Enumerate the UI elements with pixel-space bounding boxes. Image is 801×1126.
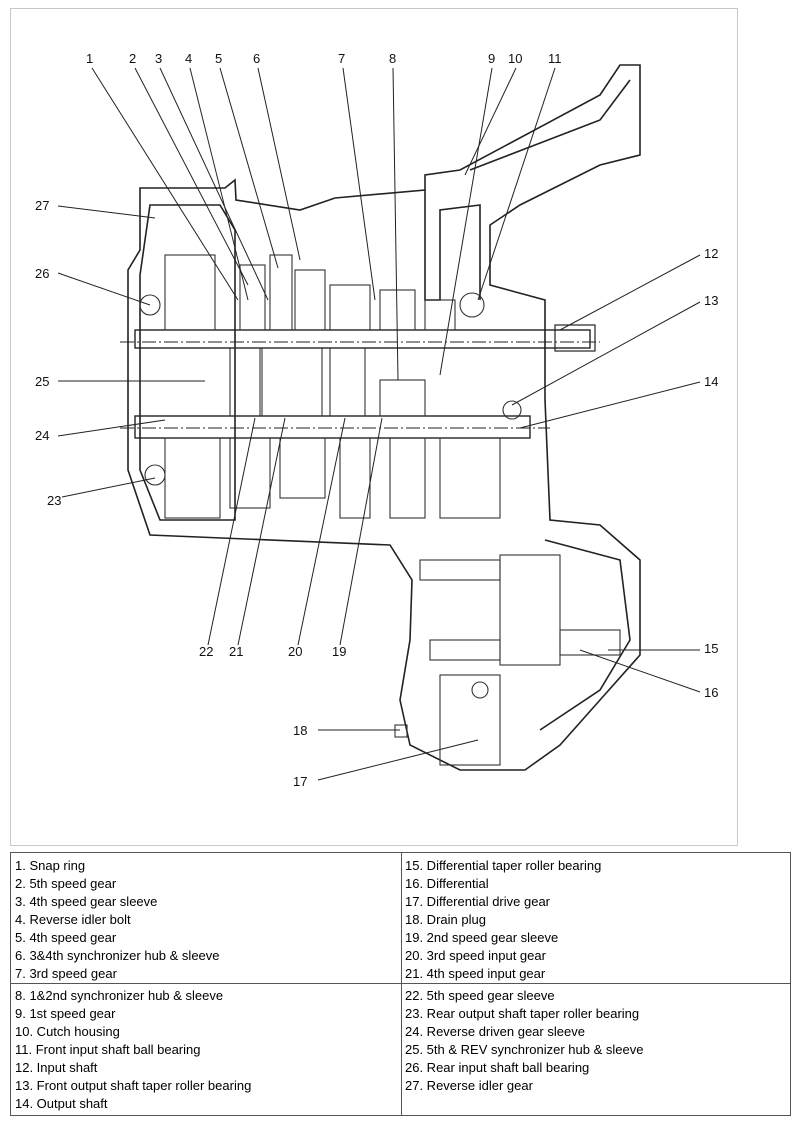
legend-item: 8. 1&2nd synchronizer hub & sleeve — [15, 988, 224, 1003]
legend-item: 13. Front output shaft taper roller bear… — [15, 1078, 252, 1093]
callout-17: 17 — [293, 774, 307, 789]
legend-item: 26. Rear input shaft ball bearing — [405, 1060, 590, 1075]
legend-block-right-bottom: 22. 5th speed gear sleeve 23. Rear outpu… — [401, 983, 790, 1115]
callout-12: 12 — [704, 246, 718, 261]
callout-13: 13 — [704, 293, 718, 308]
legend-column-left: 1. Snap ring 2. 5th speed gear 3. 4th sp… — [11, 853, 402, 1115]
legend-item: 9. 1st speed gear — [15, 1006, 116, 1021]
callout-15: 15 — [704, 641, 718, 656]
callout-20: 20 — [288, 644, 302, 659]
legend-item: 7. 3rd speed gear — [15, 966, 117, 981]
callout-1: 1 — [86, 51, 93, 66]
transaxle-cross-section-diagram: 1 2 3 4 5 6 7 8 9 10 11 12 13 14 15 16 1… — [35, 51, 718, 789]
legend-item: 14. Output shaft — [15, 1096, 108, 1111]
legend-block-left-top: 1. Snap ring 2. 5th speed gear 3. 4th sp… — [11, 853, 401, 984]
legend-item: 6. 3&4th synchronizer hub & sleeve — [15, 948, 220, 963]
legend-item: 16. Differential — [405, 876, 489, 891]
callout-8: 8 — [389, 51, 396, 66]
callout-11: 11 — [548, 51, 562, 66]
legend-item: 18. Drain plug — [405, 912, 486, 927]
housing-outline — [127, 64, 641, 771]
legend-column-right: 15. Differential taper roller bearing 16… — [401, 853, 790, 1115]
legend-item: 11. Front input shaft ball bearing — [15, 1042, 201, 1057]
legend-item: 10. Cutch housing — [15, 1024, 120, 1039]
legend-item: 4. Reverse idler bolt — [15, 912, 131, 927]
callout-6: 6 — [253, 51, 260, 66]
legend-item: 20. 3rd speed input gear — [405, 948, 546, 963]
legend-list-right-top: 15. Differential taper roller bearing 16… — [401, 853, 790, 983]
legend-item: 25. 5th & REV synchronizer hub & sleeve — [405, 1042, 644, 1057]
callout-27: 27 — [35, 198, 49, 213]
callout-labels: 1 2 3 4 5 6 7 8 9 10 11 12 13 14 15 16 1… — [35, 51, 718, 789]
legend-list-left-top: 1. Snap ring 2. 5th speed gear 3. 4th sp… — [11, 853, 401, 983]
legend-list-right-bottom: 22. 5th speed gear sleeve 23. Rear outpu… — [401, 983, 790, 1095]
legend-item: 2. 5th speed gear — [15, 876, 117, 891]
parts-legend-table: 1. Snap ring 2. 5th speed gear 3. 4th sp… — [10, 852, 791, 1116]
callout-16: 16 — [704, 685, 718, 700]
differential — [394, 554, 621, 766]
legend-item: 1. Snap ring — [15, 858, 86, 873]
legend-block-right-top: 15. Differential taper roller bearing 16… — [401, 853, 790, 984]
callout-18: 18 — [293, 723, 307, 738]
callout-19: 19 — [332, 644, 346, 659]
legend-item: 22. 5th speed gear sleeve — [405, 988, 555, 1003]
legend-item: 24. Reverse driven gear sleeve — [405, 1024, 585, 1039]
callout-26: 26 — [35, 266, 49, 281]
legend-item: 27. Reverse idler gear — [405, 1078, 533, 1093]
callout-10: 10 — [508, 51, 522, 66]
figure-frame — [10, 8, 738, 846]
callout-24: 24 — [35, 428, 49, 443]
legend-item: 21. 4th speed input gear — [405, 966, 546, 981]
callout-7: 7 — [338, 51, 345, 66]
callout-5: 5 — [215, 51, 222, 66]
callout-4: 4 — [185, 51, 192, 66]
callout-3: 3 — [155, 51, 162, 66]
gear-stacks — [139, 254, 522, 519]
legend-item: 12. Input shaft — [15, 1060, 98, 1075]
callout-22: 22 — [199, 644, 213, 659]
callout-25: 25 — [35, 374, 49, 389]
legend-item: 19. 2nd speed gear sleeve — [405, 930, 559, 945]
legend-item: 5. 4th speed gear — [15, 930, 117, 945]
legend-item: 3. 4th speed gear sleeve — [15, 894, 158, 909]
legend-item: 23. Rear output shaft taper roller beari… — [405, 1006, 640, 1021]
leader-lines — [57, 67, 701, 781]
legend-item: 17. Differential drive gear — [405, 894, 551, 909]
callout-23: 23 — [47, 493, 61, 508]
legend-item: 15. Differential taper roller bearing — [405, 858, 602, 873]
legend-block-left-bottom: 8. 1&2nd synchronizer hub & sleeve 9. 1s… — [11, 983, 401, 1115]
callout-21: 21 — [229, 644, 243, 659]
callout-9: 9 — [488, 51, 495, 66]
legend-list-left-bottom: 8. 1&2nd synchronizer hub & sleeve 9. 1s… — [11, 983, 401, 1113]
callout-2: 2 — [129, 51, 136, 66]
callout-14: 14 — [704, 374, 718, 389]
